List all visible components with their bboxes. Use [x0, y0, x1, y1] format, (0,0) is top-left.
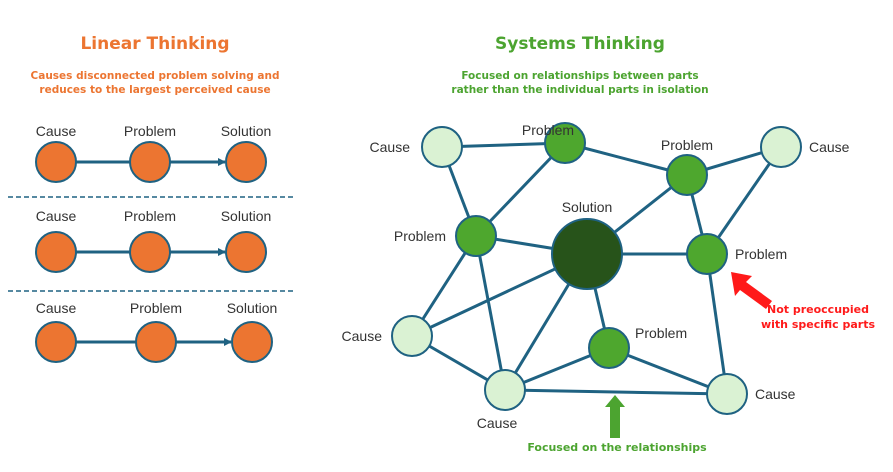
- node-cause: Cause: [760, 126, 850, 168]
- linear-row: Cause Problem Solution: [35, 123, 272, 183]
- edge-p1-p2: [564, 141, 688, 177]
- edge-c4-c5: [504, 388, 728, 396]
- node-problem: Problem: [588, 325, 687, 369]
- linear-thinking-subtitle: Causes disconnected problem solving and …: [0, 69, 310, 97]
- problem-circle: [588, 327, 630, 369]
- red-annotation-line2: with specific parts: [761, 318, 876, 331]
- node-cause: Cause: [477, 369, 526, 431]
- problem-circle: [666, 154, 708, 196]
- linear-node-problem: [135, 321, 177, 363]
- node-label: Problem: [394, 228, 446, 244]
- problem-circle: [544, 122, 586, 164]
- linear-node-label: Solution: [227, 300, 278, 316]
- node-label: Cause: [809, 139, 850, 155]
- edge-c2-p4: [705, 146, 783, 255]
- edge-p1-p3: [474, 141, 567, 238]
- cause-circle: [706, 373, 748, 415]
- node-problem: Problem: [661, 137, 713, 196]
- annotations: Not preoccupied with specific parts Focu…: [527, 272, 875, 454]
- node-problem: Problem: [686, 233, 787, 275]
- systems-thinking-title: Systems Thinking: [495, 34, 665, 54]
- cause-circle: [484, 369, 526, 411]
- node-label: Cause: [342, 328, 383, 344]
- systems-thinking-subtitle: Focused on relationships between parts r…: [430, 69, 730, 97]
- cause-circle: [391, 315, 433, 357]
- node-label: Problem: [735, 246, 787, 262]
- node-label: Solution: [562, 199, 613, 215]
- linear-node-label: Cause: [36, 208, 77, 224]
- green-annotation: Focused on the relationships: [527, 441, 707, 454]
- linear-node-label: Solution: [221, 123, 272, 139]
- linear-node-cause: [35, 141, 77, 183]
- problem-circle: [686, 233, 728, 275]
- node-label: Problem: [522, 122, 574, 138]
- node-label: Cause: [370, 139, 411, 155]
- linear-node-solution: [225, 141, 267, 183]
- systems-subtitle-line2: rather than the individual parts in isol…: [451, 84, 709, 96]
- node-problem: Problem: [394, 215, 497, 257]
- node-solution: Solution: [551, 199, 623, 290]
- linear-node-solution: [231, 321, 273, 363]
- edge-p4-c5: [705, 253, 729, 395]
- linear-node-label: Problem: [124, 123, 176, 139]
- linear-node-label: Cause: [36, 300, 77, 316]
- linear-node-cause: [35, 321, 77, 363]
- linear-row: Cause Problem Solution: [35, 300, 278, 363]
- edge-p5-c5: [608, 346, 728, 396]
- linear-node-label: Problem: [130, 300, 182, 316]
- node-label: Cause: [755, 386, 796, 402]
- node-cause: Cause: [706, 373, 796, 415]
- linear-node-solution: [225, 231, 267, 273]
- systems-subtitle-line1: Focused on relationships between parts: [461, 70, 699, 82]
- node-cause: Cause: [342, 315, 433, 357]
- linear-node-problem: [129, 141, 171, 183]
- node-problem: Problem: [522, 122, 586, 164]
- node-label: Problem: [661, 137, 713, 153]
- linear-subtitle-line1: Causes disconnected problem solving and: [30, 70, 280, 82]
- linear-node-cause: [35, 231, 77, 273]
- red-arrow-icon: [731, 272, 772, 309]
- solution-circle: [551, 218, 623, 290]
- problem-circle: [455, 215, 497, 257]
- linear-node-problem: [129, 231, 171, 273]
- linear-thinking-title: Linear Thinking: [80, 34, 230, 54]
- cause-circle: [421, 126, 463, 168]
- linear-node-label: Cause: [36, 123, 77, 139]
- linear-node-label: Problem: [124, 208, 176, 224]
- linear-node-label: Solution: [221, 208, 272, 224]
- red-annotation-line1: Not preoccupied: [767, 303, 869, 316]
- linear-subtitle-line2: reduces to the largest perceived cause: [39, 84, 271, 96]
- cause-circle: [760, 126, 802, 168]
- edge-p3-c4: [474, 235, 507, 391]
- node-label: Cause: [477, 415, 518, 431]
- node-label: Problem: [635, 325, 687, 341]
- green-arrow-icon: [605, 395, 625, 438]
- linear-row: Cause Problem Solution: [35, 208, 272, 273]
- node-cause: Cause: [370, 126, 463, 168]
